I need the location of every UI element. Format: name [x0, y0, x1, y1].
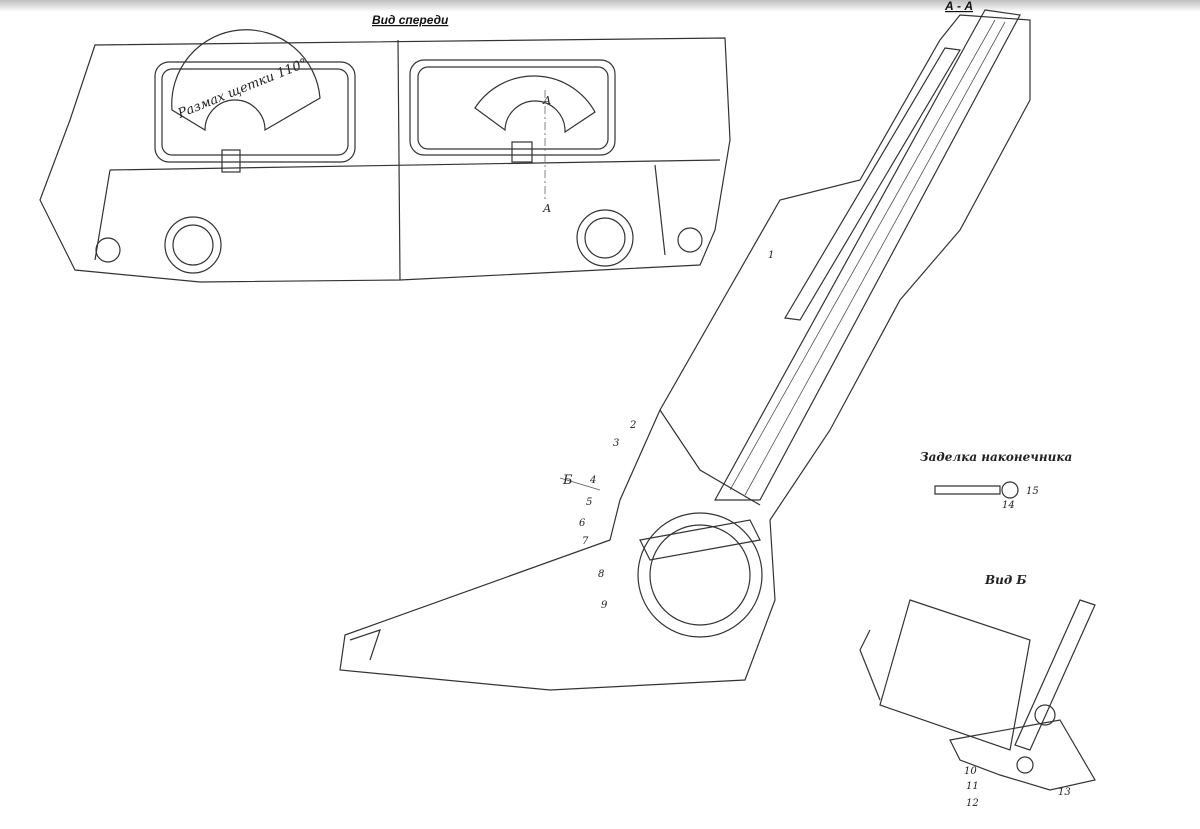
callout-8: 8 [598, 569, 604, 580]
callout-13: 13 [1058, 787, 1071, 798]
view-b: Вид Б 10 11 12 13 [859, 573, 1096, 809]
callout-10: 10 [964, 766, 977, 777]
view-b-arrow-label: Б [562, 473, 573, 488]
callout-1: 1 [768, 250, 774, 261]
section-title: А - А [944, 0, 973, 13]
view-b-title: Вид Б [984, 573, 1027, 587]
callout-7: 7 [582, 536, 589, 547]
callout-14: 14 [1002, 500, 1015, 511]
section-mark-top: А [542, 94, 551, 107]
front-view-title: Вид спереди [372, 13, 449, 27]
callout-2: 2 [629, 420, 636, 431]
tip-detail-title: Заделка наконечника [920, 450, 1072, 464]
callout-15: 15 [1026, 486, 1039, 497]
callout-12: 12 [966, 798, 979, 809]
callout-4: 4 [589, 475, 596, 486]
tip-detail: Заделка наконечника 15 14 [920, 450, 1072, 511]
callout-11: 11 [966, 781, 979, 792]
sweep-angle-label: Размах щетки 110° [175, 56, 310, 122]
callout-9: 9 [601, 600, 608, 611]
callout-3: 3 [613, 438, 619, 449]
scan-edge-shadow [0, 0, 1200, 12]
front-view: Вид спереди Размах щетки 110° А А [39, 13, 731, 283]
callout-5: 5 [586, 497, 592, 508]
section-mark-bottom: А [542, 202, 551, 215]
callout-6: 6 [579, 518, 586, 529]
section-a-a: А - А Б 1 2 3 4 5 6 7 8 9 [339, 0, 1031, 691]
